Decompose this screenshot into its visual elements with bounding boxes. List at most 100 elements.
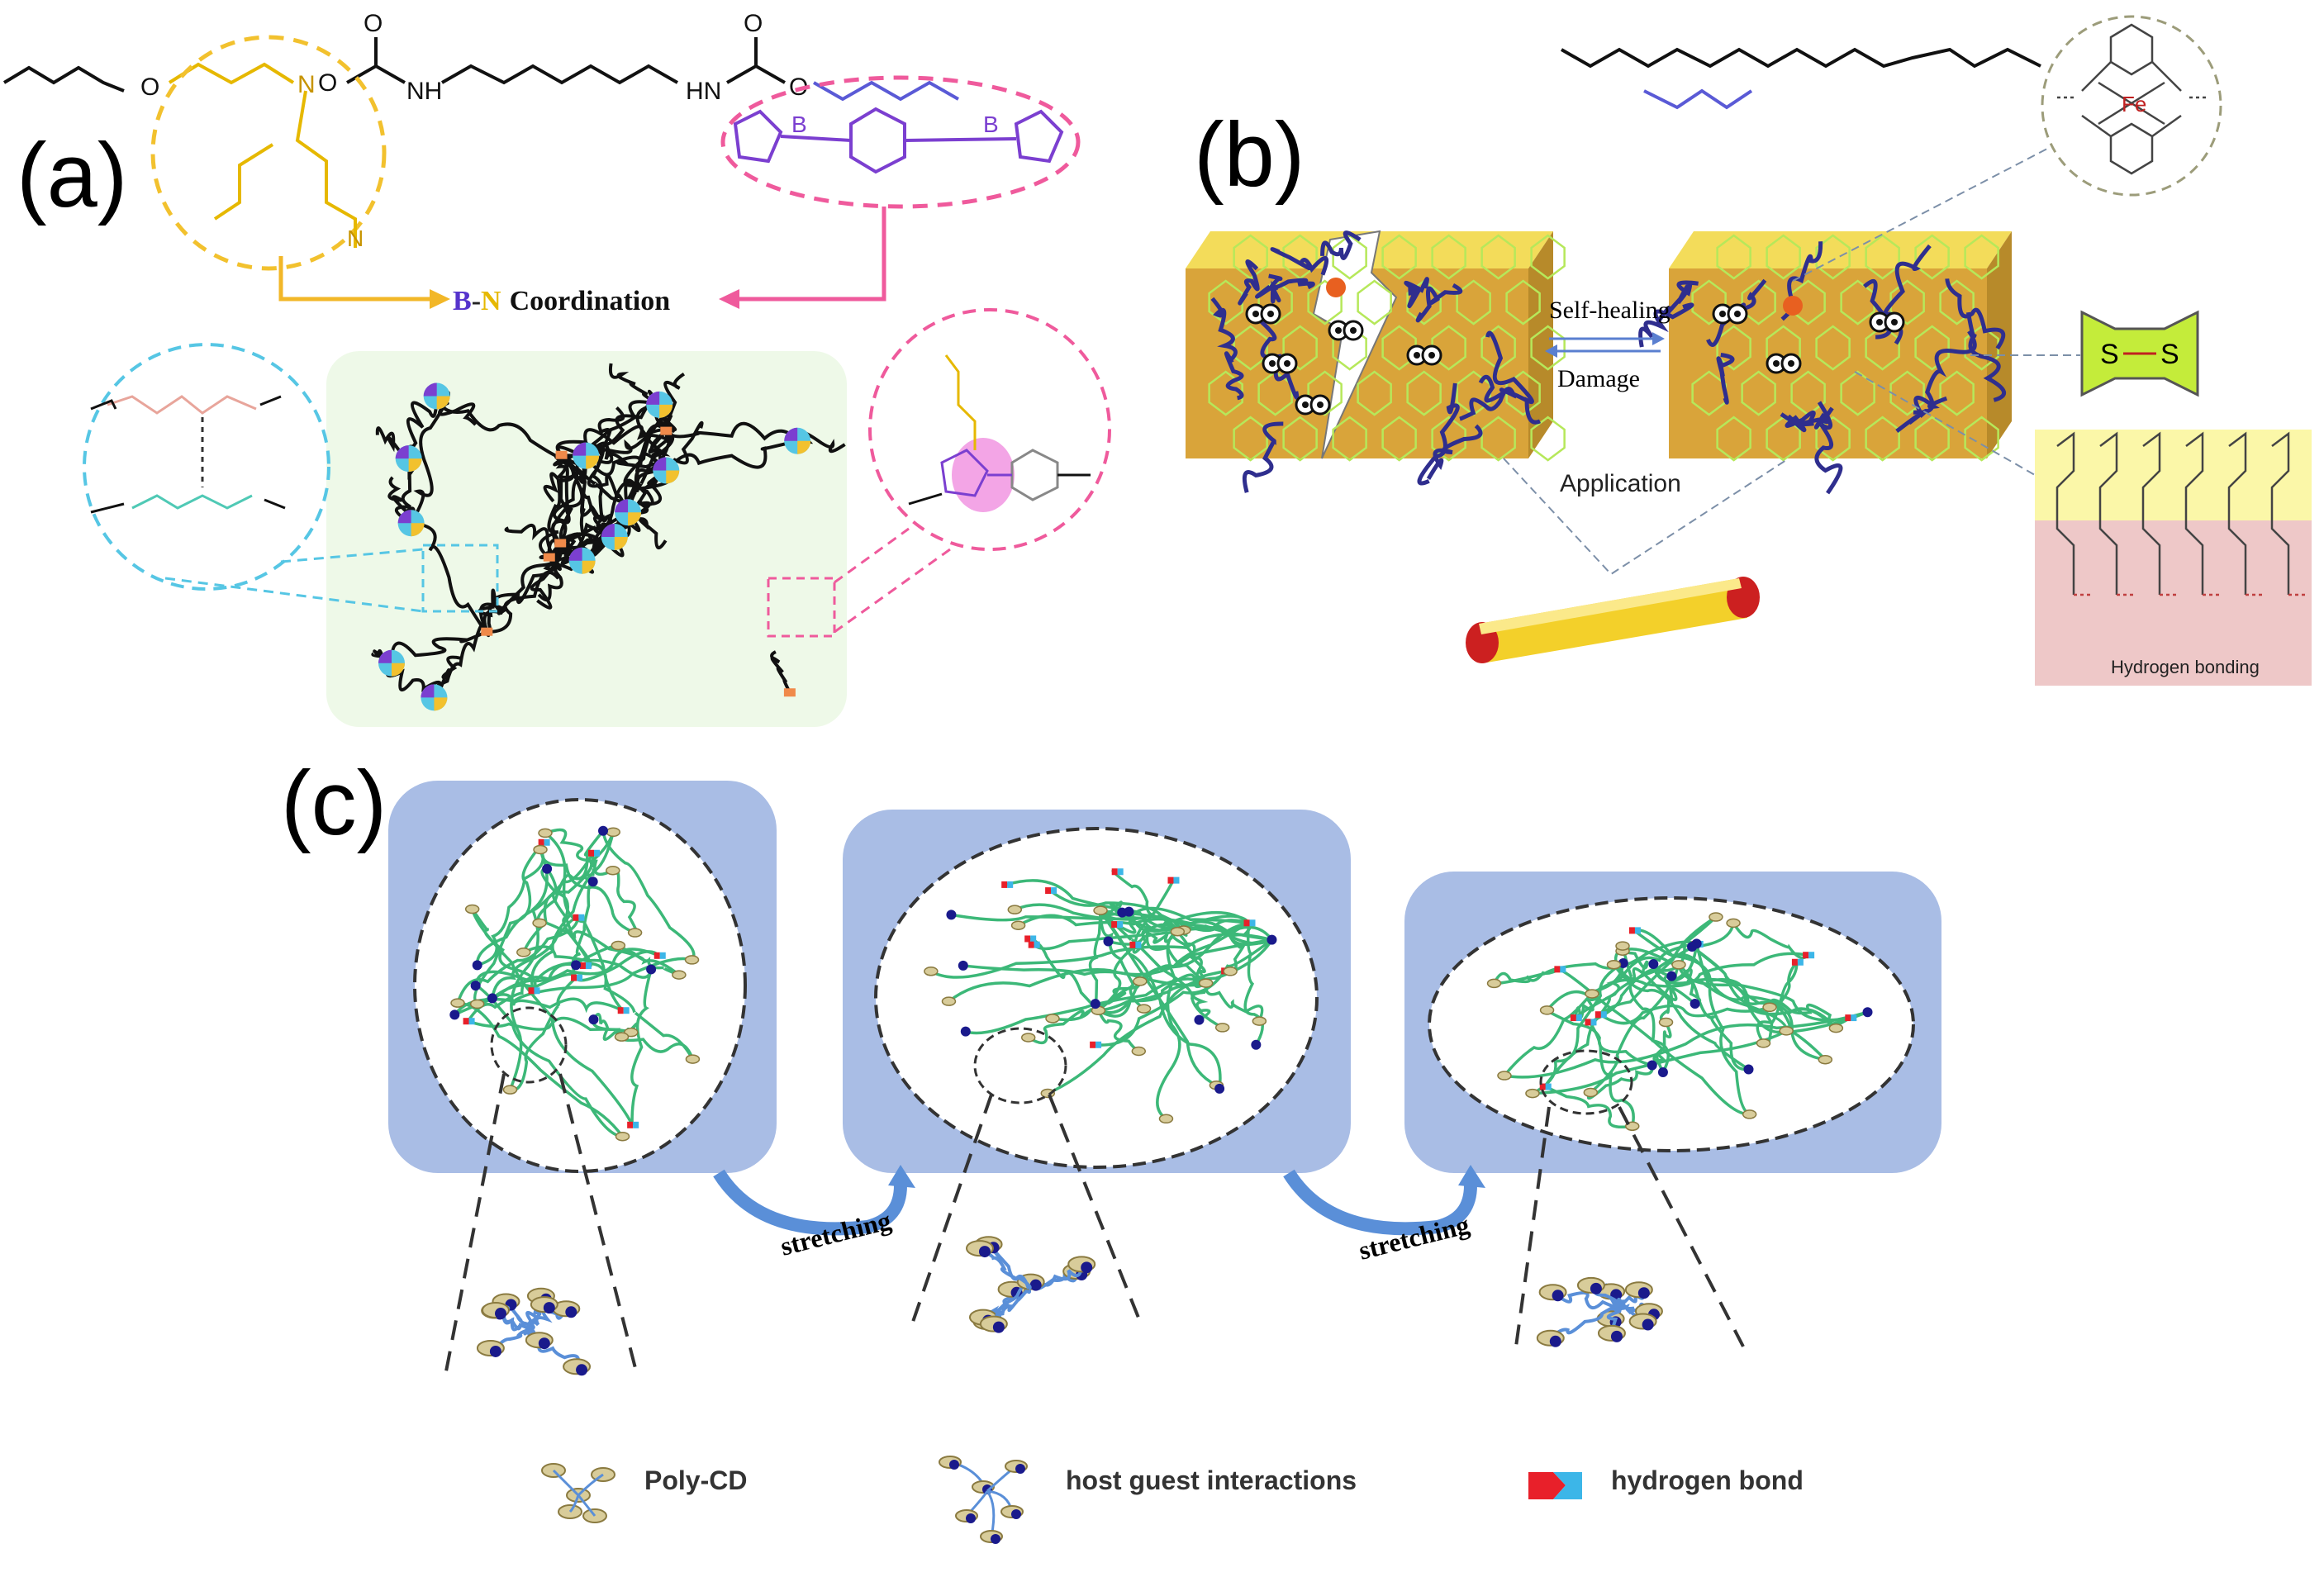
- cluster-guest: [1029, 1279, 1042, 1291]
- network-crosslink-b-part: [397, 510, 411, 524]
- hbond-mark-red: [463, 1018, 469, 1025]
- heal-arrowhead: [1652, 332, 1665, 345]
- cluster-chain: [1549, 1302, 1623, 1340]
- zoom-cones: [444, 1073, 1745, 1372]
- legend-hg-guest: [991, 1534, 1000, 1544]
- legend-hbond-label: hydrogen bond: [1611, 1465, 1804, 1495]
- panel-c-label: (c): [281, 753, 387, 854]
- stretch-arrowhead-1: [888, 1165, 915, 1188]
- network-chain: [664, 439, 798, 472]
- hbond-mark-red: [1570, 1014, 1576, 1022]
- bn-dash: -: [472, 286, 481, 316]
- legend-cd-chain: [552, 1469, 604, 1517]
- hbond-side-chain: [2141, 431, 2161, 595]
- hbond-side-chain: [2184, 431, 2204, 595]
- cluster-guest: [992, 1321, 1005, 1333]
- healed-block: [1669, 231, 2012, 458]
- network-crosslink-b-part: [568, 547, 582, 561]
- cyclodextrin-ring: [1020, 1033, 1036, 1043]
- stretch-arrow-2: [1283, 1169, 1477, 1236]
- pink-arrow: [739, 207, 886, 302]
- mesh-cell: [1964, 416, 1999, 462]
- network-chain: [473, 841, 544, 1005]
- hbond-mark-cyan: [1095, 1041, 1102, 1048]
- hbond-box-top: [2035, 430, 2312, 520]
- polymer-chain: [1270, 247, 1329, 276]
- cyclodextrin-ring: [1045, 1014, 1060, 1024]
- mesh-cell: [1480, 325, 1516, 371]
- network-chain: [1504, 1010, 1869, 1079]
- network-crosslink-n-part: [408, 458, 422, 473]
- bn-b: B: [453, 286, 472, 316]
- cluster-guest: [489, 1345, 501, 1357]
- cluster-guest: [1081, 1261, 1093, 1274]
- polymer-chain: [1780, 410, 1816, 433]
- cyclodextrin-ring: [469, 999, 485, 1009]
- cyclodextrin-ring: [1223, 967, 1238, 976]
- polymer-chain: [1716, 353, 1735, 405]
- network-chain: [1492, 967, 1561, 985]
- atom-o-1: O: [140, 74, 159, 101]
- network-chain: [1621, 945, 1670, 1073]
- legend-poly-cd-icon: [541, 1463, 615, 1523]
- cyclodextrin-ring: [1158, 1114, 1174, 1124]
- network-chain: [1088, 910, 1102, 1007]
- crosslink-dot-core: [1428, 352, 1435, 359]
- crosslink-dot-core: [1891, 319, 1898, 325]
- hbond-mark-cyan: [585, 962, 592, 969]
- network-chain: [1096, 1009, 1140, 1052]
- stretch-arrow-1: [713, 1169, 907, 1236]
- mesh-cell: [1530, 325, 1566, 371]
- network-dangling-chain: [387, 476, 416, 524]
- stretch-arrowhead-2: [1458, 1165, 1485, 1188]
- cyclodextrin-ring: [672, 970, 687, 980]
- cyclodextrin-ring: [1170, 926, 1186, 937]
- cyclodextrin-ring: [1762, 1002, 1777, 1013]
- cyclodextrin-ring: [1671, 960, 1686, 970]
- network-chain: [1047, 938, 1273, 1095]
- hbond-mark-cyan: [1634, 927, 1641, 934]
- hbond-side-chain: [2270, 431, 2290, 595]
- network-chain: [467, 962, 577, 1023]
- cluster-guest: [1637, 1287, 1650, 1299]
- crosslink-dot-core: [1267, 311, 1274, 317]
- stretching-label-2: stretching: [1356, 1209, 1472, 1266]
- guest-molecule: [1267, 934, 1277, 945]
- network-dangling-chain: [530, 556, 558, 610]
- network-chain: [1532, 1010, 1869, 1095]
- mesh-cell: [1840, 279, 1875, 325]
- network-chain: [1599, 1004, 1770, 1025]
- hbond-side-chain: [2055, 431, 2075, 595]
- hbond-mark-red: [1024, 935, 1031, 943]
- network-chain: [1622, 948, 1851, 1022]
- polymer-chain: [1238, 259, 1260, 306]
- network-crosslink-n-part: [436, 396, 450, 410]
- boronic-ester: [733, 107, 1064, 174]
- network-chain: [1590, 943, 1699, 1094]
- guest-molecule: [960, 1026, 971, 1037]
- network-chain: [1532, 962, 1624, 1095]
- hbond-mark-cyan: [1173, 876, 1180, 884]
- network-chain: [389, 629, 488, 663]
- hbond-side-chain: [2098, 431, 2118, 595]
- guest-molecule: [1103, 936, 1114, 947]
- polymer-chain: [1404, 277, 1429, 309]
- pink-guide-2: [834, 548, 951, 634]
- guest-molecule: [646, 964, 657, 975]
- cyclodextrin-ring: [684, 955, 700, 965]
- boronic-ester-highlight: [720, 75, 1081, 209]
- cyclodextrin-ring: [538, 828, 553, 838]
- network-chain: [1099, 910, 1222, 1090]
- hbond-mark-red: [1845, 1014, 1851, 1022]
- cyclodextrin-ring: [1828, 1023, 1844, 1033]
- network-crosslink-n-part: [586, 455, 600, 469]
- cluster-chain: [991, 1287, 1030, 1325]
- network-chain: [457, 1001, 624, 1138]
- mesh-cell: [1766, 234, 1801, 280]
- mesh-cell: [1815, 416, 1851, 462]
- cluster-chain: [978, 1247, 1030, 1290]
- cyclodextrin-ring: [1583, 1087, 1599, 1098]
- network-chain: [536, 829, 605, 924]
- mesh-cell: [1889, 370, 1925, 416]
- network-crosslink-b-part: [646, 391, 660, 405]
